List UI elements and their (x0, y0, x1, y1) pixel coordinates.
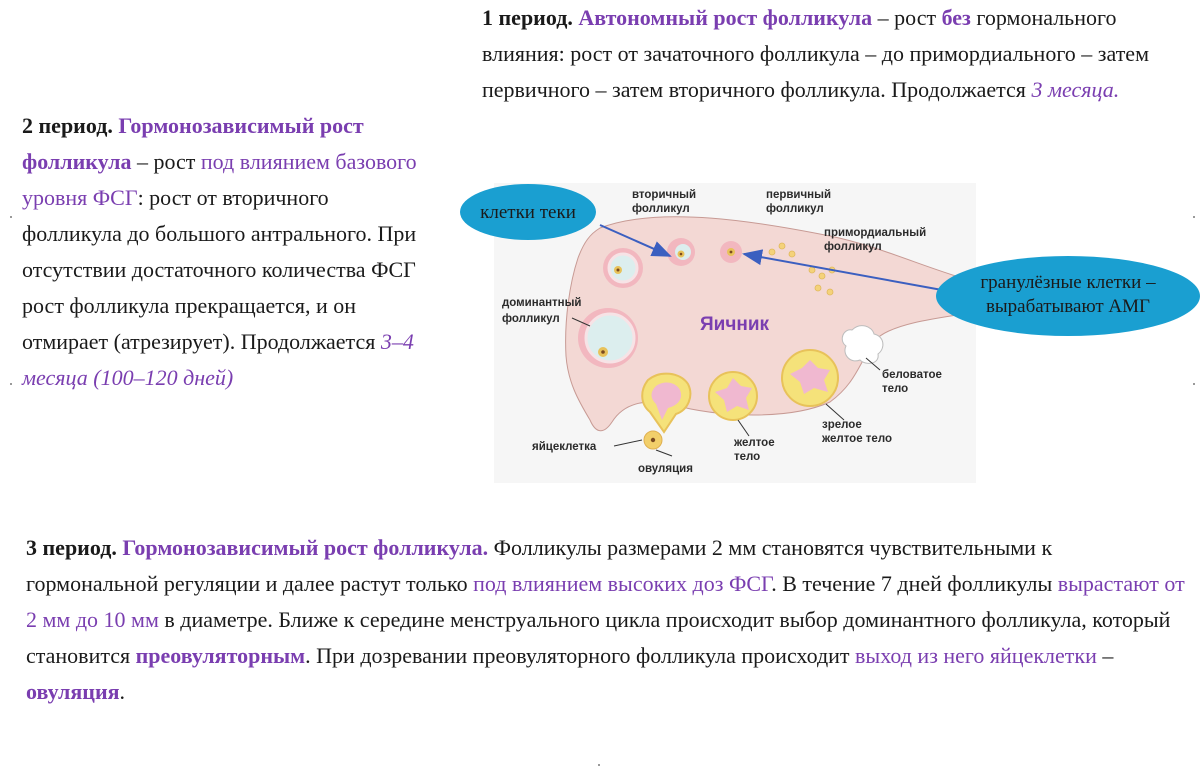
period-2-text-2: : рост от вторичного фолликула до большо… (22, 185, 417, 354)
granulosa-cells-bubble (936, 256, 1200, 336)
ovulation-pointer (655, 449, 673, 457)
corpus-luteum-label-1: желтое (733, 437, 775, 449)
theca-cells-label: клетки теки (480, 202, 576, 223)
corpus-luteum-pointer (737, 419, 750, 437)
secondary-follicle-label-2: фолликул (632, 203, 690, 215)
page-marker (10, 216, 12, 218)
period-1-duration: 3 месяца. (1031, 77, 1120, 102)
period-1-label: 1 период. (482, 5, 573, 30)
ovulation-site (641, 372, 692, 450)
period-1-text-1: – рост (872, 5, 942, 30)
dominant-pointer (571, 317, 591, 327)
period-3-ovulation: овуляция (26, 679, 120, 704)
corpus-luteum-mature (781, 349, 839, 407)
period-3-growth: вырастают от 2 мм до 10 мм (26, 571, 1185, 632)
period-3-exit: выход из него яйцеклетки (855, 643, 1097, 668)
ovary-label: Яичник (700, 314, 770, 335)
page-marker (598, 764, 600, 766)
follicle-secondary (667, 238, 695, 266)
primary-follicle-label-1: первичный (766, 189, 831, 201)
egg-label: яйцеклетка (532, 441, 597, 453)
dominant-follicle-label-2: фолликул (502, 313, 560, 325)
follicle-dominant (578, 308, 638, 368)
primordial-follicle-label-1: примордиальный (824, 227, 926, 239)
theca-arrow (599, 224, 672, 257)
period-2-influence: под влиянием базового уровня ФСГ (22, 149, 417, 210)
mature-corpus-pointer (825, 403, 845, 421)
period-2-duration: 3–4 месяца (100–120 дней) (22, 329, 414, 390)
page-marker (1193, 216, 1195, 218)
egg-pointer (613, 439, 643, 447)
period-1-without: без (941, 5, 971, 30)
period-1-title: Автономный рост фолликула (578, 5, 873, 30)
period-3-text-6: . (119, 679, 126, 704)
follicle-primary (720, 241, 742, 263)
corpus-albicans-label-2: тело (882, 383, 908, 395)
period-3-text-3: в диаметре. Ближе к середине менструальн… (26, 607, 1171, 668)
period-3-text-1: Фолликулы размерами 2 мм становятся чувс… (26, 535, 1053, 596)
follicles-primordial (768, 242, 836, 296)
period-3-high-fsh: под влиянием высоких доз ФСГ (473, 571, 772, 596)
mature-corpus-label-1: зрелое (822, 419, 862, 431)
follicle-growing (603, 248, 643, 288)
period-1-text-2: гормонального влияния: рост от зачаточно… (482, 5, 1149, 102)
corpus-albicans-label-1: беловатое (882, 369, 942, 381)
period-2-text: 2 период. Гормонозависимый рост фолликул… (22, 108, 422, 396)
period-3-title: Гормонозависимый рост фолликула. (122, 535, 489, 560)
period-2-title: Гормонозависимый рост фолликула (22, 113, 364, 174)
period-3-text: 3 период. Гормонозависимый рост фолликул… (26, 530, 1186, 710)
period-3-text-5: – (1096, 643, 1114, 668)
ovulation-label: овуляция (638, 463, 693, 475)
secondary-follicle-label-1: вторичный (632, 189, 696, 201)
theca-cells-bubble (460, 184, 596, 240)
granulosa-cells-label-2: вырабатывают АМГ (986, 296, 1150, 317)
primordial-follicle-label-2: фолликул (824, 241, 882, 253)
period-3-text-2: . В течение 7 дней фолликулы (771, 571, 1058, 596)
period-3-label: 3 период. (26, 535, 117, 560)
corpus-albicans-pointer (865, 357, 881, 371)
period-3-preovulatory: преовуляторным (135, 643, 306, 668)
period-1-text: 1 период. Автономный рост фолликула – ро… (482, 0, 1198, 108)
period-2-label: 2 период. (22, 113, 113, 138)
primary-follicle-label-2: фолликул (766, 203, 824, 215)
page-marker (1193, 383, 1195, 385)
page-marker (10, 383, 12, 385)
period-2-text-1: – рост (131, 149, 201, 174)
corpus-luteum-label-2: тело (734, 451, 760, 463)
dominant-follicle-label-1: доминантный (502, 297, 582, 309)
granulosa-arrow (742, 249, 943, 291)
corpus-luteum (708, 371, 758, 421)
period-3-text-4: . При дозревании преовуляторного фоллику… (305, 643, 856, 668)
mature-corpus-label-2: желтое тело (821, 433, 892, 445)
granulosa-cells-label-1: гранулёзные клетки – (980, 272, 1156, 293)
